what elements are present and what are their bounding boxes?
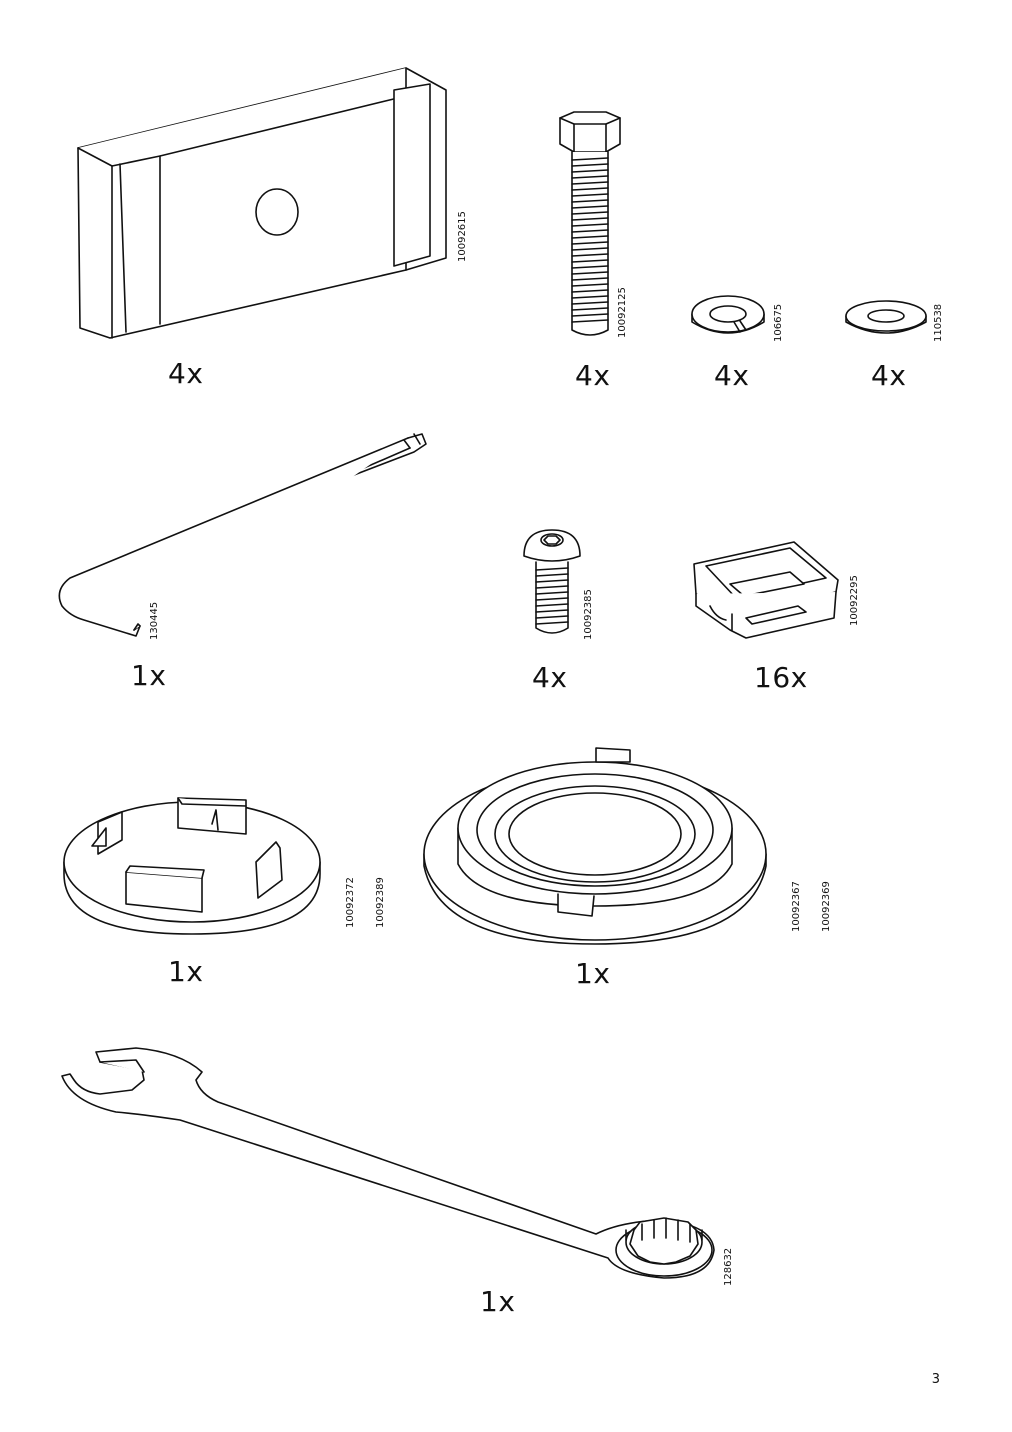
- part-code: 10092372 10092389: [326, 877, 396, 928]
- clip-icon: [693, 541, 839, 639]
- wrench-icon: [61, 1047, 715, 1279]
- part-spring-washer: [688, 292, 768, 342]
- page-number: 3: [931, 1372, 940, 1387]
- bracket-icon: [77, 67, 447, 339]
- part-clip: [686, 534, 846, 644]
- part-code: 10092367 10092369: [772, 881, 842, 932]
- allen-key-icon: [58, 433, 427, 637]
- button-screw-icon: [523, 529, 581, 634]
- quantity-label: 1x: [168, 955, 204, 988]
- part-hex-bolt: [550, 108, 630, 343]
- part-ring: [420, 744, 770, 950]
- cap-icon: [63, 797, 321, 935]
- part-code: 10092385: [583, 589, 594, 640]
- quantity-label: 4x: [714, 359, 750, 392]
- part-code-line: 10092367: [791, 881, 802, 932]
- part-code: 110538: [933, 303, 944, 342]
- quantity-label: 4x: [871, 359, 907, 392]
- part-code: 128632: [723, 1247, 734, 1286]
- ring-icon: [423, 747, 767, 945]
- flat-washer-icon: [845, 300, 927, 334]
- quantity-label: 16x: [754, 661, 808, 694]
- part-wrench: [60, 1044, 720, 1284]
- quantity-label: 1x: [575, 957, 611, 990]
- part-allen-key: [58, 430, 438, 645]
- part-code: 10092615: [457, 211, 468, 262]
- part-code: 10092125: [617, 287, 628, 338]
- quantity-label: 1x: [131, 659, 167, 692]
- part-flat-washer: [844, 298, 928, 340]
- part-code: 130445: [149, 601, 160, 640]
- part-code-line: 10092389: [375, 877, 386, 928]
- spring-washer-icon: [691, 295, 765, 334]
- part-code-line: 10092372: [345, 877, 356, 928]
- quantity-label: 4x: [532, 661, 568, 694]
- quantity-label: 4x: [168, 357, 204, 390]
- quantity-label: 4x: [575, 359, 611, 392]
- part-button-screw: [520, 526, 584, 638]
- part-code: 10092295: [849, 575, 860, 626]
- part-code: 106675: [773, 303, 784, 342]
- quantity-label: 1x: [480, 1285, 516, 1318]
- part-cap: [62, 794, 322, 944]
- part-bracket: [70, 60, 470, 350]
- part-code-line: 10092369: [821, 881, 832, 932]
- hex-bolt-icon: [559, 111, 621, 336]
